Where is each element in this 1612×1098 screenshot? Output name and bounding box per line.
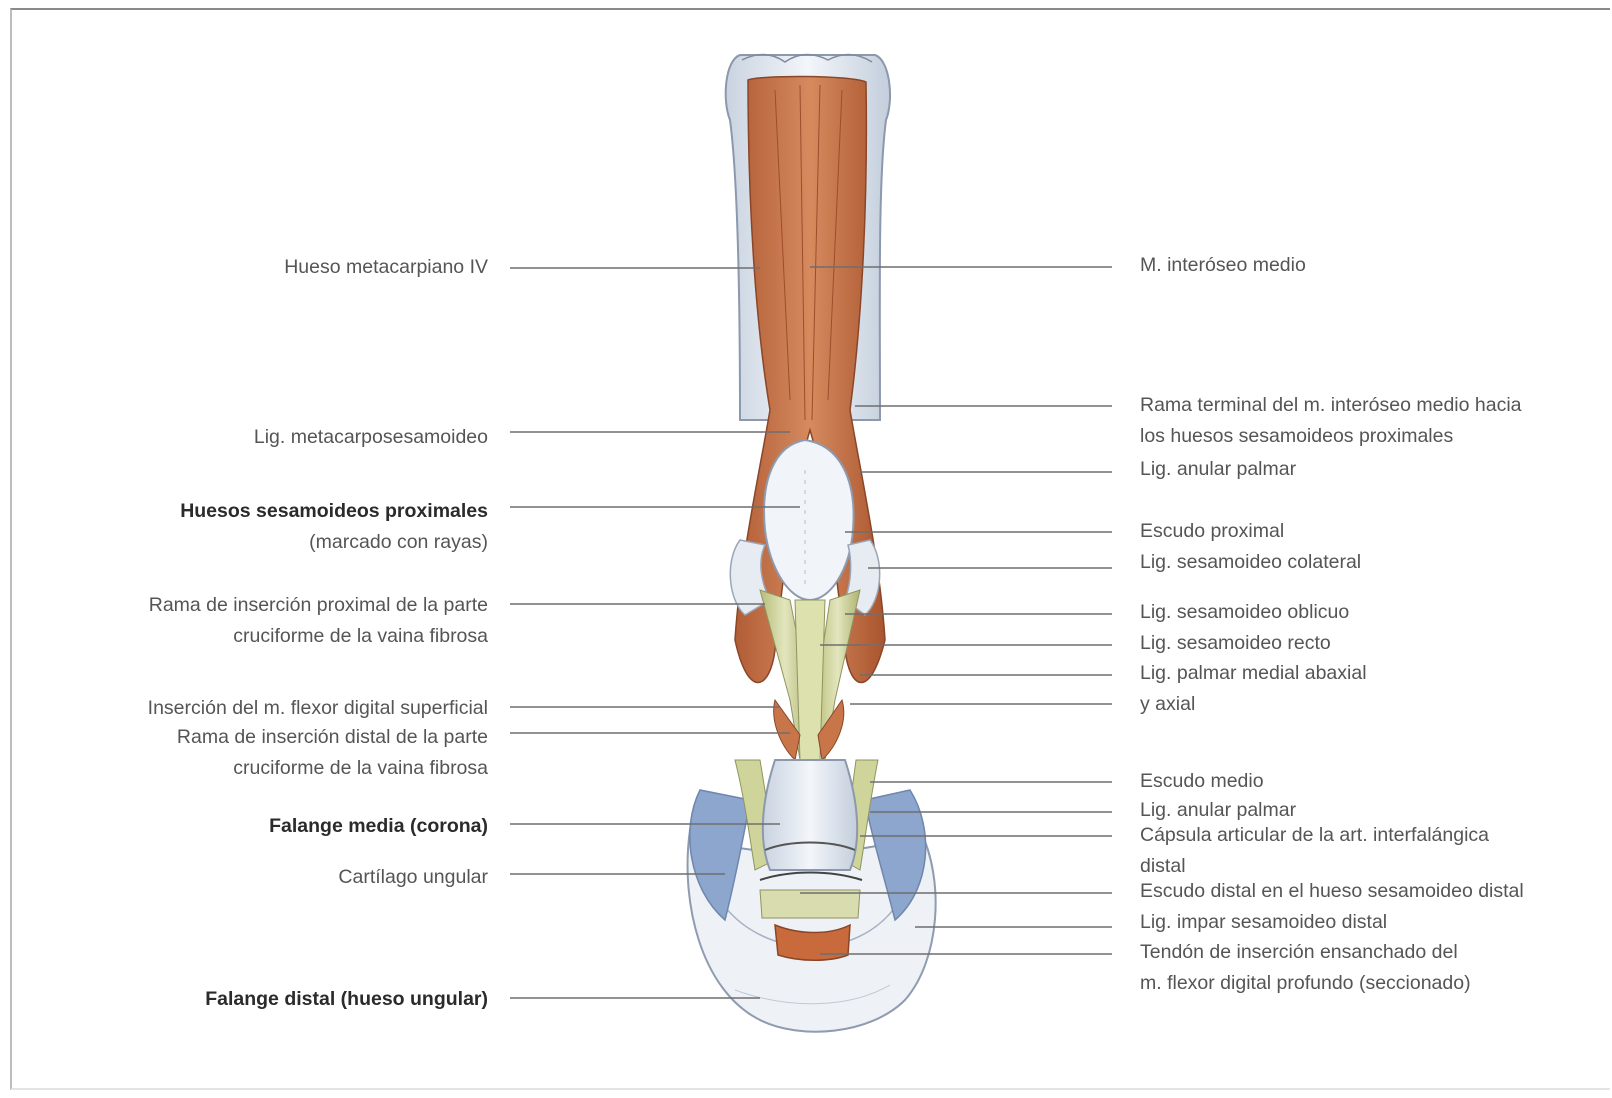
label-lig-palmar-medial: Lig. palmar medial abaxial y axial	[1140, 658, 1367, 720]
label-tendon-insercion: Tendón de inserción ensanchado del m. fl…	[1140, 937, 1471, 999]
label-m-interoseo-medio: M. interóseo medio	[1140, 250, 1306, 281]
label-escudo-distal: Escudo distal en el hueso sesamoideo dis…	[1140, 876, 1524, 907]
label-lig-anular-palmar-1: Lig. anular palmar	[1140, 454, 1296, 485]
label-huesos-sesamoideos-proximales: Huesos sesamoideos proximales (marcado c…	[180, 496, 488, 558]
label-falange-distal: Falange distal (hueso ungular)	[205, 984, 488, 1015]
label-cartilago-ungular: Cartílago ungular	[338, 862, 488, 893]
label-falange-media: Falange media (corona)	[269, 811, 488, 842]
label-hueso-metacarpiano-iv: Hueso metacarpiano IV	[284, 252, 488, 283]
label-lig-metacarposesamoideo: Lig. metacarposesamoideo	[254, 422, 488, 453]
label-rama-terminal: Rama terminal del m. interóseo medio hac…	[1140, 390, 1522, 452]
label-escudo-proximal: Escudo proximal	[1140, 516, 1284, 547]
label-insercion-flexor-superficial: Inserción del m. flexor digital superfic…	[148, 693, 488, 724]
label-rama-insercion-distal: Rama de inserción distal de la parte cru…	[177, 722, 488, 784]
label-rama-insercion-proximal: Rama de inserción proximal de la parte c…	[149, 590, 488, 652]
label-capsula-articular: Cápsula articular de la art. interfaláng…	[1140, 820, 1489, 882]
label-lig-sesamoideo-recto: Lig. sesamoideo recto	[1140, 628, 1331, 659]
label-lig-sesamoideo-oblicuo: Lig. sesamoideo oblicuo	[1140, 597, 1349, 628]
label-escudo-medio: Escudo medio	[1140, 766, 1264, 797]
label-lig-sesamoideo-colateral: Lig. sesamoideo colateral	[1140, 547, 1361, 578]
falange-media-shape	[760, 760, 862, 880]
label-lig-impar: Lig. impar sesamoideo distal	[1140, 907, 1387, 938]
